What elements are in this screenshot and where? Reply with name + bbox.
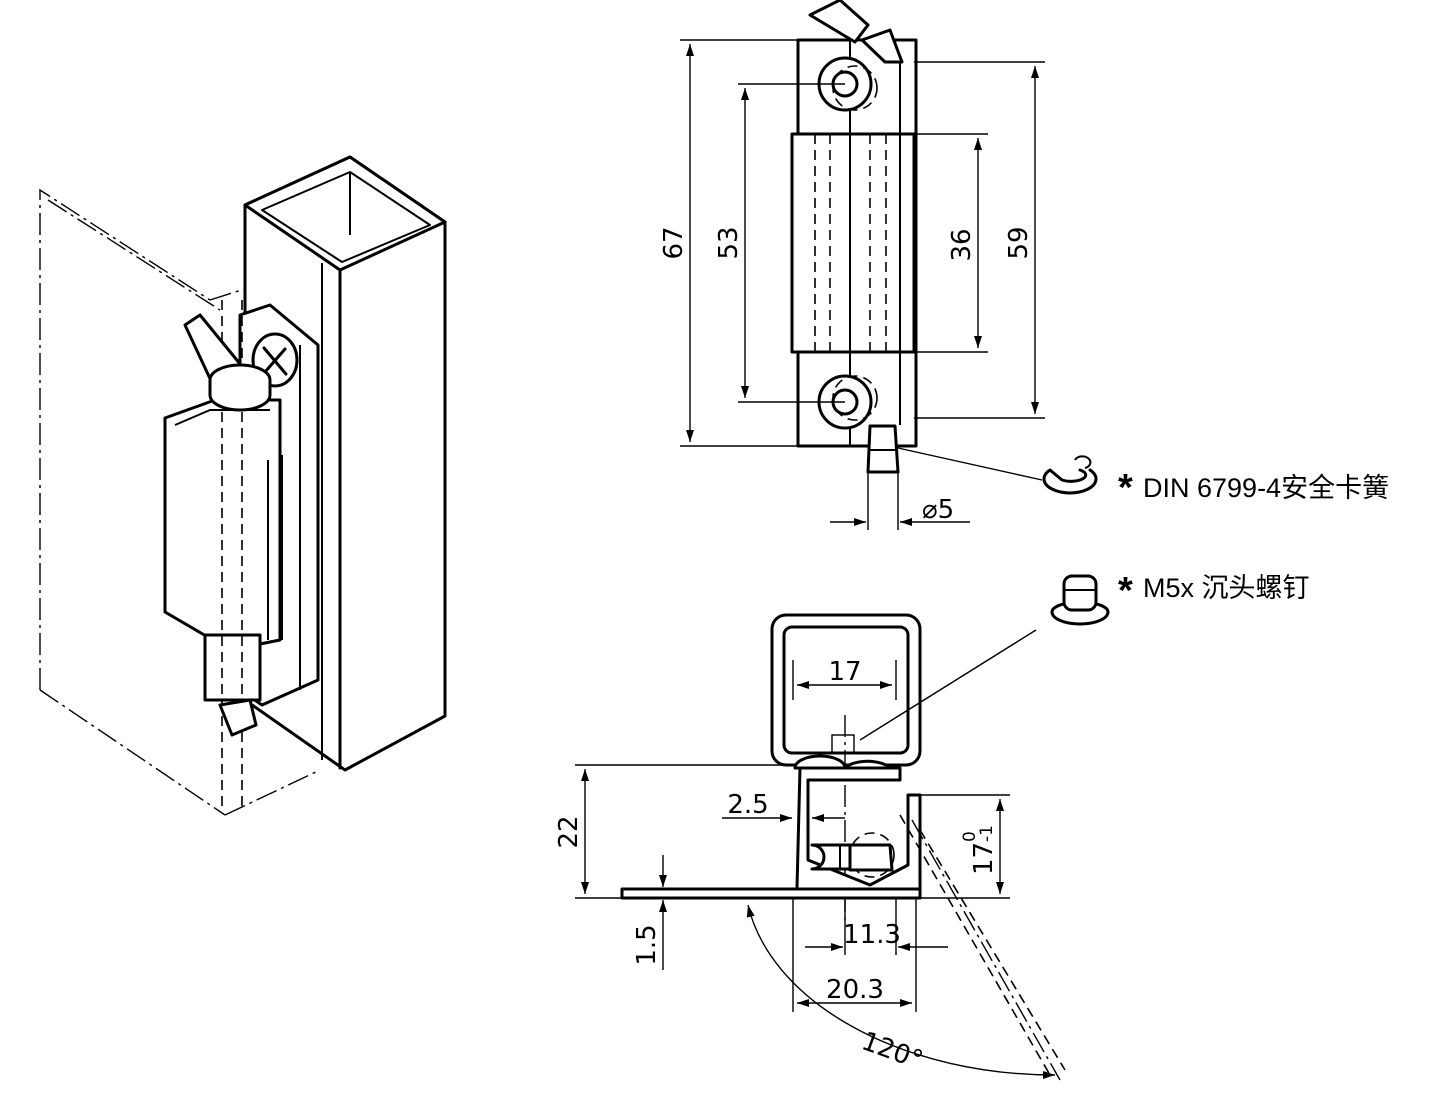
screw-star: * bbox=[1118, 570, 1133, 612]
top-view: 17 2.5 22 1.5 17 0 -1 bbox=[554, 613, 1066, 1081]
dim-1-5-label: 1.5 bbox=[632, 924, 662, 965]
phantom-door-panel bbox=[39, 188, 321, 816]
dim-20-3: 20.3 bbox=[792, 898, 917, 1012]
dim-59: 59 bbox=[914, 61, 1045, 419]
dim-17-tol-lower: -1 bbox=[977, 825, 997, 842]
dim-17-tol: 17 0 -1 bbox=[920, 794, 1010, 899]
circlip-callout: * DIN 6799-4安全卡簧 bbox=[1042, 455, 1389, 509]
dim-36-label: 36 bbox=[947, 228, 977, 261]
dim-53: 53 bbox=[714, 83, 845, 403]
front-view: 67 53 36 59 ⌀5 bbox=[659, 0, 1045, 530]
screw-label: M5x 沉头螺钉 bbox=[1143, 573, 1310, 603]
dim-diameter-5: ⌀5 bbox=[830, 472, 970, 530]
circlip-star: * bbox=[1118, 467, 1133, 509]
dim-diameter-label: ⌀5 bbox=[922, 495, 954, 525]
dim-17-tol-label: 17 bbox=[969, 842, 999, 875]
dim-20-3-label: 20.3 bbox=[826, 975, 884, 1005]
dim-59-label: 59 bbox=[1004, 226, 1034, 259]
dim-1-5: 1.5 bbox=[632, 855, 667, 970]
dim-67: 67 bbox=[659, 39, 798, 447]
dim-67-label: 67 bbox=[659, 226, 689, 259]
dim-angle-label: 120° bbox=[858, 1026, 927, 1076]
dim-2-5-label: 2.5 bbox=[727, 790, 768, 820]
isometric-view bbox=[39, 155, 447, 816]
circlip-label: DIN 6799-4安全卡簧 bbox=[1143, 473, 1389, 503]
dim-17-label: 17 bbox=[828, 657, 861, 687]
dim-17-tol-upper: 0 bbox=[960, 831, 980, 842]
dim-2-5: 2.5 bbox=[722, 790, 845, 822]
dim-11-3-label: 11.3 bbox=[843, 920, 901, 950]
dim-17: 17 bbox=[792, 657, 897, 700]
dim-11-3: 11.3 bbox=[805, 898, 948, 955]
dim-53-label: 53 bbox=[714, 226, 744, 259]
dim-36: 36 bbox=[914, 133, 988, 353]
hinge-barrel bbox=[163, 300, 283, 810]
dim-22: 22 bbox=[554, 764, 795, 899]
dim-22-label: 22 bbox=[554, 815, 584, 848]
screw-callout: * M5x 沉头螺钉 bbox=[1050, 570, 1310, 626]
